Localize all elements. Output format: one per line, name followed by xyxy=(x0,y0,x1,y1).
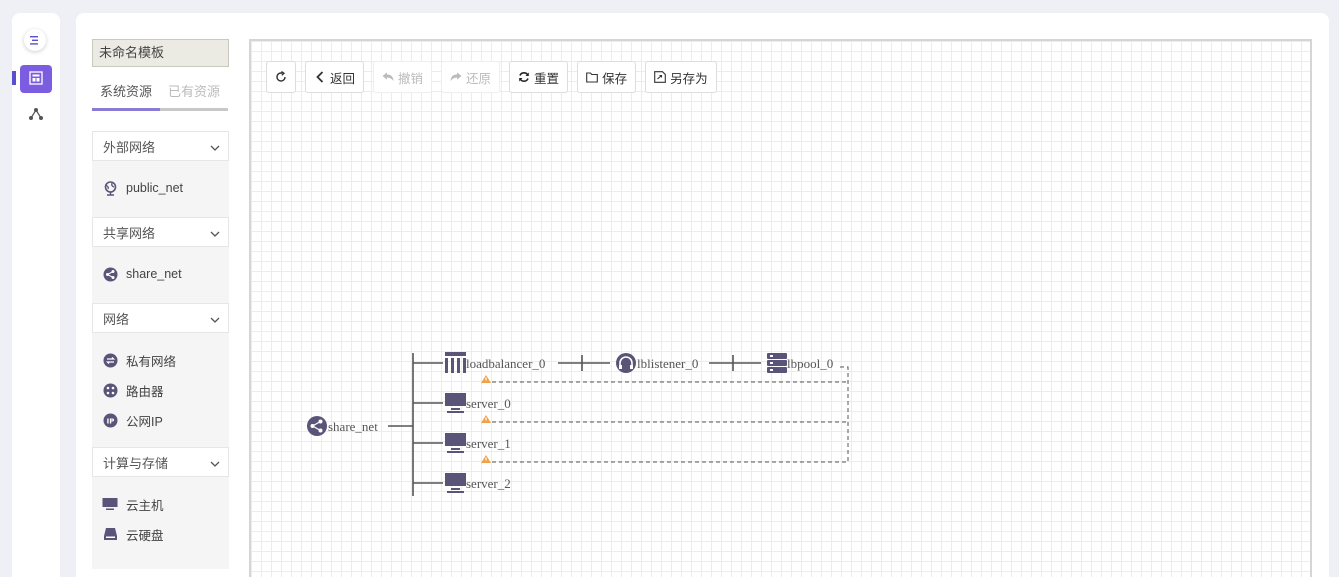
resource-item-share-net[interactable]: share_net xyxy=(92,259,229,289)
resource-panel: 未命名模板 系统资源 已有资源 外部网络 public_net xyxy=(92,39,229,569)
share-icon xyxy=(102,266,118,282)
redo-label: 还原 xyxy=(466,71,492,86)
save-label: 保存 xyxy=(602,71,628,86)
left-rail xyxy=(12,13,60,577)
share-icon xyxy=(307,416,327,436)
router-icon xyxy=(102,382,118,398)
group-header[interactable]: 外部网络 xyxy=(92,131,229,161)
folder-icon xyxy=(586,71,598,83)
monitor-icon xyxy=(102,496,118,512)
node-label: lblistener_0 xyxy=(637,356,698,371)
resource-item-public-ip[interactable]: IP 公网IP xyxy=(92,405,229,435)
resource-item-label: 云主机 xyxy=(126,498,164,513)
warning-icon xyxy=(481,455,491,463)
save-button[interactable]: 保存 xyxy=(577,61,637,93)
resource-item-router[interactable]: 路由器 xyxy=(92,375,229,405)
chevron-down-icon xyxy=(210,311,220,326)
topology-canvas[interactable]: 返回 撤销 还原 重置 保存 另存为 xyxy=(249,39,1312,577)
topology-node-server-1[interactable]: server_1 xyxy=(445,415,511,453)
save-as-icon xyxy=(654,71,666,83)
group-header[interactable]: 计算与存储 xyxy=(92,447,229,477)
rail-active-indicator xyxy=(12,71,16,85)
reset-button[interactable]: 重置 xyxy=(509,61,569,93)
undo-button[interactable]: 撤销 xyxy=(373,61,433,93)
warning-icon xyxy=(481,415,491,423)
tab-system-resources[interactable]: 系统资源 xyxy=(92,75,160,111)
main-card: 未命名模板 系统资源 已有资源 外部网络 public_net xyxy=(76,13,1329,577)
rail-item-topology[interactable] xyxy=(20,101,52,129)
group-title: 共享网络 xyxy=(103,225,156,241)
topology-node-lblistener[interactable]: lblistener_0 xyxy=(616,353,698,373)
resource-item-label: 私有网络 xyxy=(126,354,177,369)
tab-existing-resources[interactable]: 已有资源 xyxy=(160,75,228,111)
node-label: server_1 xyxy=(466,436,511,451)
group-compute-storage: 计算与存储 云主机 云硬盘 xyxy=(92,447,229,569)
save-as-button[interactable]: 另存为 xyxy=(645,61,717,93)
group-header[interactable]: 网络 xyxy=(92,303,229,333)
svg-text:IP: IP xyxy=(106,417,114,425)
node-label: loadbalancer_0 xyxy=(466,356,545,371)
globe-icon xyxy=(102,180,118,196)
disk-icon xyxy=(102,526,118,542)
resource-item-disk[interactable]: 云硬盘 xyxy=(92,519,229,549)
group-network: 网络 私有网络 路由器 IP xyxy=(92,303,229,447)
resource-item-label: share_net xyxy=(126,267,182,281)
private-network-icon xyxy=(102,352,118,368)
rail-item-template[interactable] xyxy=(20,65,52,93)
resource-item-label: public_net xyxy=(126,181,183,195)
chevron-down-icon xyxy=(210,455,220,470)
save-as-label: 另存为 xyxy=(670,71,708,86)
undo-label: 撤销 xyxy=(398,71,424,86)
topology-node-share-net[interactable]: share_net xyxy=(307,416,378,436)
topology-node-server-2[interactable]: server_2 xyxy=(445,455,511,493)
group-external-network: 外部网络 public_net xyxy=(92,131,229,217)
resource-item-private-network[interactable]: 私有网络 xyxy=(92,345,229,375)
topology-node-lbpool[interactable]: lbpool_0 xyxy=(767,353,833,373)
listener-icon xyxy=(616,353,636,373)
monitor-icon xyxy=(445,473,466,493)
topology-diagram: share_net loadbalancer_0 xyxy=(307,352,849,496)
refresh-icon xyxy=(275,71,287,83)
redo-icon xyxy=(450,71,462,83)
group-title: 计算与存储 xyxy=(103,455,169,471)
group-header[interactable]: 共享网络 xyxy=(92,217,229,247)
back-label: 返回 xyxy=(330,71,356,86)
resource-item-label: 公网IP xyxy=(126,414,163,429)
node-label: share_net xyxy=(328,419,378,434)
topology-icon xyxy=(28,107,44,124)
menu-fold-icon[interactable] xyxy=(24,29,46,51)
group-shared-network: 共享网络 share_net xyxy=(92,217,229,303)
ip-icon: IP xyxy=(102,412,118,428)
node-label: lbpool_0 xyxy=(787,356,833,371)
node-label: server_0 xyxy=(466,396,511,411)
group-title: 外部网络 xyxy=(103,139,156,155)
monitor-icon xyxy=(445,433,466,453)
resource-item-vm[interactable]: 云主机 xyxy=(92,489,229,519)
node-label: server_2 xyxy=(466,476,511,491)
pool-icon xyxy=(767,353,787,373)
warning-icon xyxy=(481,375,491,383)
reset-label: 重置 xyxy=(534,71,560,86)
loadbalancer-icon xyxy=(445,352,466,373)
refresh-button[interactable] xyxy=(266,61,296,93)
resource-item-label: 云硬盘 xyxy=(126,528,164,543)
canvas-toolbar: 返回 撤销 还原 重置 保存 另存为 xyxy=(266,61,726,93)
chevron-left-icon xyxy=(314,71,326,83)
redo-button[interactable]: 还原 xyxy=(441,61,501,93)
undo-icon xyxy=(382,71,394,83)
topology-node-server-0[interactable]: server_0 xyxy=(445,375,511,413)
topology-node-loadbalancer[interactable]: loadbalancer_0 xyxy=(445,352,545,373)
resource-item-label: 路由器 xyxy=(126,384,164,399)
template-icon xyxy=(29,70,43,88)
reset-icon xyxy=(518,71,530,83)
monitor-icon xyxy=(445,393,466,413)
group-title: 网络 xyxy=(103,311,130,327)
template-name-input[interactable]: 未命名模板 xyxy=(92,39,229,67)
chevron-down-icon xyxy=(210,139,220,154)
resource-item-public-net[interactable]: public_net xyxy=(92,173,229,203)
resource-tabs: 系统资源 已有资源 xyxy=(92,75,229,111)
back-button[interactable]: 返回 xyxy=(305,61,365,93)
chevron-down-icon xyxy=(210,225,220,240)
